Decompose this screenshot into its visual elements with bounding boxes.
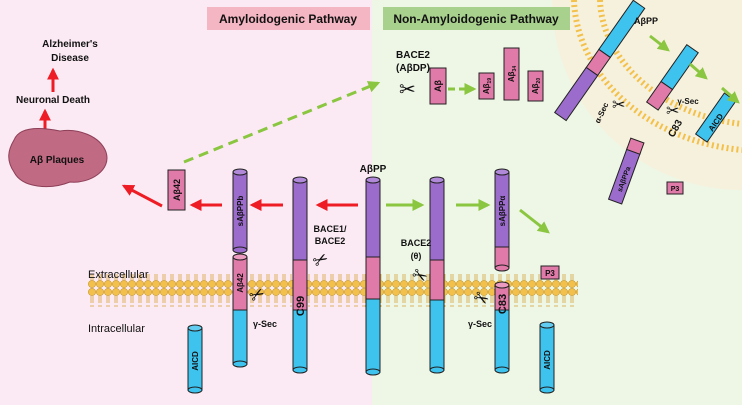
amyloidogenic-header: Amyloidogenic Pathway <box>219 12 357 26</box>
amyloidogenic-background <box>0 0 372 405</box>
alzheimers-disease-label: Alzheimer's <box>42 39 98 50</box>
inset-p3-label: P3 <box>671 186 680 193</box>
aicd-left-label: AICD <box>191 351 200 371</box>
abeta-plaques-label: Aβ Plaques <box>30 155 85 166</box>
scissors-icon: ✂ <box>612 97 625 114</box>
inset-p3-box <box>666 181 684 195</box>
c83-label: C83 <box>497 294 509 314</box>
scissors-icon: ✂ <box>399 79 416 101</box>
arrow-to-p3 <box>519 208 550 234</box>
aicd-left-protein <box>187 324 203 394</box>
abeta-box-label: Aβ <box>433 80 443 92</box>
arrow-to-plaques <box>121 184 163 208</box>
sappa-protein <box>494 168 510 272</box>
inset-arrow-3 <box>721 86 740 104</box>
bace2-adp-label-2: (AβDP) <box>396 63 430 74</box>
inset-membrane-arc <box>571 0 742 153</box>
abeta42-membrane-label: Aβ42 <box>236 273 245 293</box>
c99-label: C99 <box>295 296 307 316</box>
aicd-right-protein <box>539 321 555 394</box>
sappb-label: sAβPPb <box>236 196 245 227</box>
inset-arrow-2 <box>689 62 708 80</box>
abeta-box <box>429 67 447 105</box>
inset-sappa-protein <box>607 137 645 205</box>
c83-fragment-protein <box>494 281 510 374</box>
abeta20-box <box>527 70 544 102</box>
inset-gamma-sec-label: γ-Sec <box>677 97 699 106</box>
abeta19-box <box>478 72 495 100</box>
abeta42-fragment <box>167 169 186 211</box>
scissors-icon: ✂ <box>666 103 679 120</box>
gamma-sec-label-right: γ-Sec <box>468 319 492 329</box>
abeta34-box <box>503 47 520 101</box>
bace2-theta-label: BACE2 <box>401 238 432 248</box>
non-amyloidogenic-header-box <box>383 7 570 30</box>
sappa-label: sAβPPα <box>498 196 507 227</box>
abeta-plaques-blob <box>8 128 108 188</box>
intracellular-label: Intracellular <box>88 323 145 335</box>
sappb-protein <box>232 168 248 254</box>
c99-protein <box>292 176 308 374</box>
inset-arrow-1 <box>649 34 670 52</box>
abpp-center-protein <box>365 176 381 376</box>
p3-label: P3 <box>545 269 555 278</box>
bace2-adp-label: BACE2 <box>396 50 430 61</box>
abeta19-label: Aβ19 <box>482 78 493 94</box>
gamma-sec-label-left: γ-Sec <box>253 319 277 329</box>
abeta34-label: Aβ34 <box>507 66 518 82</box>
alzheimers-disease-label-2: Disease <box>51 53 89 64</box>
aicd-right-label: AICD <box>543 350 552 370</box>
amyloidogenic-header-box <box>207 7 370 30</box>
c83-membrane-protein <box>429 176 445 374</box>
extracellular-label: Extracellular <box>88 269 149 281</box>
bace1-label: BACE1/ <box>313 224 347 234</box>
bace2-theta-label-2: (θ) <box>411 251 422 261</box>
abeta42-membrane-protein <box>232 253 248 368</box>
dashed-arrow-to-bace2 <box>183 81 381 164</box>
inset-abpp-label: AβPP <box>634 16 658 26</box>
bace1-label-2: BACE2 <box>315 236 346 246</box>
abpp-center-label: AβPP <box>360 164 387 175</box>
non-amyloidogenic-header: Non-Amyloidogenic Pathway <box>393 12 559 26</box>
inset-cell-background <box>552 0 742 190</box>
inset-c83-protein <box>645 43 699 111</box>
abeta42-fragment-label: Aβ42 <box>172 179 182 201</box>
abeta20-label: Aβ20 <box>531 78 542 94</box>
p3-box <box>540 265 560 280</box>
neuronal-death-label: Neuronal Death <box>16 95 90 106</box>
inset-abpp-protein <box>553 0 646 122</box>
